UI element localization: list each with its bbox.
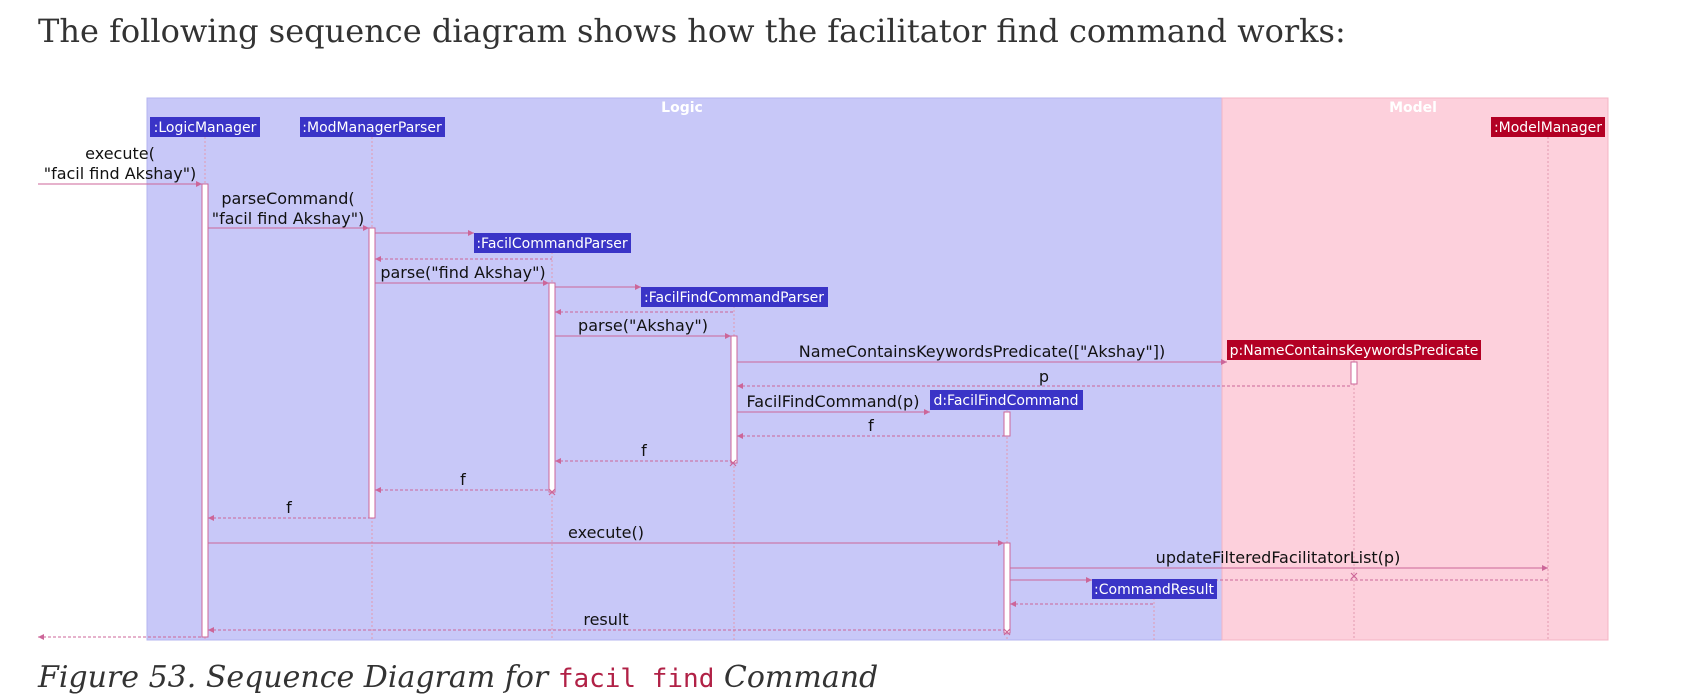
msg-command-create: FacilFindCommand(p) (747, 392, 920, 411)
activation-facil-find-command-parser (730, 335, 738, 464)
logic-package-title: Logic (661, 100, 703, 116)
msg-return-f-3: f (460, 470, 466, 489)
figure-caption: Figure 53. Sequence Diagram for facil fi… (38, 660, 878, 695)
activation-facil-find-command-2 (1003, 542, 1011, 634)
msg-parse-find: parse("find Akshay") (380, 263, 545, 282)
message-arrows (38, 183, 1548, 638)
sequence-diagram: Logic Model (38, 97, 1609, 641)
destroy-facil-find-command-parser (729, 459, 737, 467)
intro-text: The following sequence diagram shows how… (38, 12, 1346, 50)
msg-return-p: p (1039, 367, 1049, 386)
msg-predicate-create: NameContainsKeywordsPredicate(["Akshay"]… (799, 342, 1165, 361)
activation-bars (201, 183, 1358, 638)
message-labels: execute( "facil find Akshay") parseComma… (44, 144, 1401, 629)
label-mod-manager-parser: :ModManagerParser (302, 120, 442, 136)
label-logic-manager: :LogicManager (154, 120, 257, 136)
label-facil-find-command: d:FacilFindCommand (933, 393, 1078, 409)
activation-logic-manager (201, 183, 209, 638)
caption-code: facil find (557, 664, 715, 694)
msg-result: result (583, 610, 628, 629)
caption-suffix: Command (723, 660, 879, 695)
model-package-title: Model (1389, 100, 1437, 116)
box-facil-find-command-parser (641, 287, 828, 307)
label-facil-command-parser: :FacilCommandParser (476, 236, 628, 252)
box-model-manager (1491, 117, 1605, 137)
msg-execute-line-2: "facil find Akshay") (44, 164, 197, 183)
label-command-result: :CommandResult (1094, 582, 1214, 598)
participant-boxes: :LogicManager :ModManagerParser :FacilCo… (150, 117, 1605, 599)
label-model-manager: :ModelManager (1494, 120, 1602, 136)
box-logic-manager (150, 117, 260, 137)
box-command-result (1092, 579, 1217, 599)
activation-mod-manager-parser (368, 227, 376, 519)
destroy-predicate (1350, 572, 1358, 580)
msg-return-f-1: f (868, 416, 874, 435)
msg-parse-akshay: parse("Akshay") (578, 316, 708, 335)
activation-predicate (1350, 361, 1358, 385)
arrowheads (38, 181, 1548, 640)
box-mod-manager-parser (300, 117, 445, 137)
box-facil-find-command (930, 390, 1083, 410)
msg-return-f-2: f (641, 441, 647, 460)
msg-parse-command-line-2: "facil find Akshay") (212, 209, 365, 228)
model-package (1221, 97, 1609, 641)
logic-package (146, 97, 1223, 641)
msg-execute-line-1: execute( (85, 144, 155, 163)
msg-parse-command-line-1: parseCommand( (221, 189, 354, 208)
caption-prefix: Figure 53. Sequence Diagram for (38, 660, 549, 695)
activation-facil-find-command-1 (1003, 411, 1011, 437)
destroy-facil-command-parser (548, 488, 556, 496)
msg-execute-call: execute() (568, 523, 644, 542)
msg-return-f-4: f (286, 498, 292, 517)
label-predicate: p:NameContainsKeywordsPredicate (1230, 343, 1479, 359)
box-predicate (1227, 340, 1481, 360)
destroy-marks (548, 459, 1358, 636)
msg-update-filtered: updateFilteredFacilitatorList(p) (1156, 548, 1401, 567)
activation-facil-command-parser (548, 282, 556, 493)
box-facil-command-parser (474, 233, 631, 253)
label-facil-find-command-parser: :FacilFindCommandParser (644, 290, 824, 306)
destroy-facil-find-command (1003, 628, 1011, 636)
